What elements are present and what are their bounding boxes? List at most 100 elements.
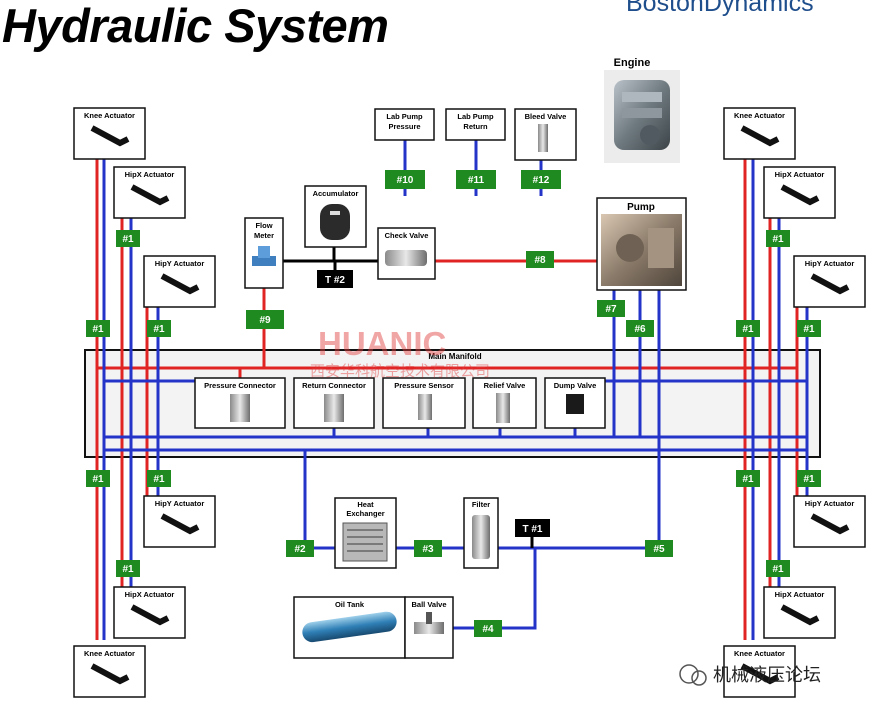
hipy-actuator-label: HipY Actuator [155,259,205,268]
actuator-icon [90,125,130,147]
hose-tag-10: #10 [385,170,425,189]
svg-text:#1: #1 [803,474,815,485]
pressure-connector-icon [230,394,250,422]
lab-pump-pressure-label-1: Lab Pump [386,112,423,121]
hose-tag-5: #5 [645,540,673,557]
svg-text:#1: #1 [153,324,165,335]
svg-text:#8: #8 [534,255,546,266]
svg-text:#1: #1 [92,474,104,485]
wechat-watermark: 机械液压论坛 [679,664,821,686]
hipx-actuator-label: HipX Actuator [125,590,175,599]
flow-meter-icon [252,256,276,266]
flow-meter-label-1: Flow [255,221,272,230]
svg-text:#1: #1 [742,474,754,485]
svg-text:#2: #2 [294,544,306,555]
pump-label: Pump [627,202,655,213]
hipx-actuator-label: HipX Actuator [775,590,825,599]
relief-valve: Relief Valve [472,377,537,429]
hipy-actuator-bottom-left: HipY Actuator [143,495,216,548]
dump-valve-label: Dump Valve [554,381,597,390]
knee-actuator-label: Knee Actuator [84,649,135,658]
return-lines [102,140,809,640]
actuator-icon [130,184,170,206]
hose-tag-1: #1 [147,320,171,337]
accumulator-icon [320,204,350,240]
bleed-valve-label: Bleed Valve [525,112,567,121]
oil-tank-icon [302,611,397,643]
svg-text:#9: #9 [259,315,271,326]
svg-text:#7: #7 [605,304,617,315]
hipx-actuator-bottom-right: HipX Actuator [763,586,836,639]
hose-tag-2: #2 [286,540,314,557]
hose-tag-1: #1 [797,470,821,487]
tee-1: T #1 [515,519,550,537]
wechat-icon [679,664,699,684]
svg-text:#6: #6 [634,324,646,335]
hose-tag-1: #1 [116,560,140,577]
hose-tag-1: #1 [736,320,760,337]
wechat-label: 机械液压论坛 [713,665,821,686]
hose-tag-6: #6 [626,320,654,337]
svg-text:#1: #1 [122,564,134,575]
actuator-icon [90,663,130,685]
actuator-icon [740,663,780,685]
hipy-actuator-bottom-right: HipY Actuator [793,495,866,548]
watermark-chinese: 西安华科航空技术有限公司 [310,362,490,380]
hose-tag-1: #1 [147,470,171,487]
svg-text:#5: #5 [653,544,665,555]
pump: Pump [596,197,687,291]
heat-exchanger-label-2: Exchanger [346,509,384,518]
knee-actuator-label: Knee Actuator [734,649,785,658]
pressure-sensor-icon [418,394,432,420]
svg-text:#11: #11 [468,175,485,186]
hose-tag-4: #4 [474,620,502,637]
hipy-actuator-label: HipY Actuator [805,259,855,268]
actuator-icon [810,513,850,535]
pressure-connector-label: Pressure Connector [204,381,276,390]
lab-pump-pressure-label-2: Pressure [388,122,420,131]
pressure-sensor-label: Pressure Sensor [394,381,454,390]
ball-valve-icon [414,622,444,634]
hose-tag-3: #3 [414,540,442,557]
heat-exchanger: Heat Exchanger [334,497,397,569]
tee-2-label: T #2 [325,275,345,286]
filter-label: Filter [472,500,490,509]
flow-meter-label-2: Meter [254,231,274,240]
hipx-actuator-top-right: HipX Actuator [763,166,836,219]
brand-logo: BostonDynamics [626,0,814,17]
engine-label: Engine [614,57,651,69]
hose-tag-11: #11 [456,170,496,189]
relief-valve-icon [496,393,510,423]
tee-lines [283,246,534,548]
svg-text:#1: #1 [92,324,104,335]
main-manifold-label: Main Manifold [428,352,481,361]
bleed-valve-icon [538,124,548,152]
knee-actuator-bottom-left: Knee Actuator [73,645,146,698]
lab-pump-return: Lab Pump Return [445,108,506,141]
oil-tank-label: Oil Tank [335,600,365,609]
pressure-lines [95,158,799,640]
return-connector-icon [324,394,344,422]
hipy-actuator-label: HipY Actuator [155,499,205,508]
svg-text:#1: #1 [742,324,754,335]
svg-text:#1: #1 [803,324,815,335]
hipx-actuator-bottom-left: HipX Actuator [113,586,186,639]
return-connector: Return Connector [293,377,375,429]
tee-1-label: T #1 [522,524,542,535]
pressure-connector: Pressure Connector [194,377,286,429]
svg-text:#1: #1 [122,234,134,245]
knee-actuator-label: Knee Actuator [734,111,785,120]
hose-tag-8: #8 [526,251,554,268]
svg-text:#10: #10 [397,175,414,186]
actuator-icon [160,273,200,295]
hose-tag-1: #1 [116,230,140,247]
filter: Filter [463,497,499,569]
hipy-actuator-top-right: HipY Actuator [793,255,866,308]
dump-valve-icon [566,394,584,414]
page-title: Hydraulic System [2,0,389,52]
hipx-actuator-label: HipX Actuator [775,170,825,179]
check-valve-icon [385,250,427,266]
knee-actuator-label: Knee Actuator [84,111,135,120]
actuator-icon [780,184,820,206]
svg-text:#12: #12 [533,175,550,186]
